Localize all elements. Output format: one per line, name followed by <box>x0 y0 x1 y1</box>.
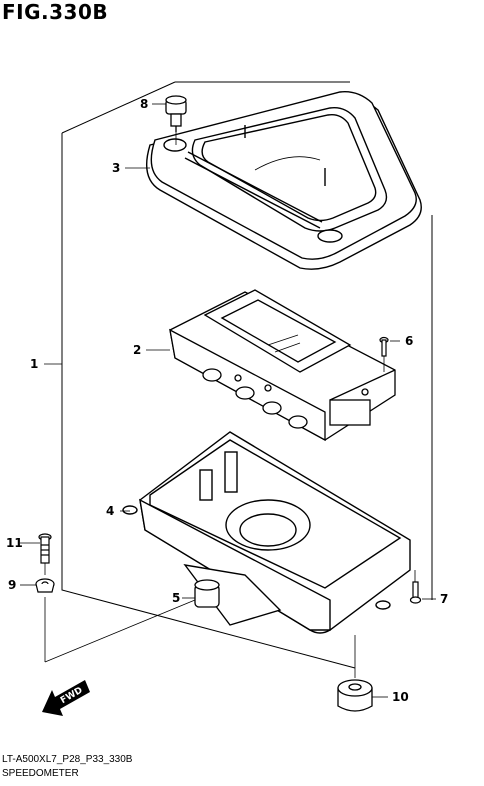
callout-7: 7 <box>440 592 448 606</box>
callout-2: 2 <box>133 343 141 357</box>
center-lines <box>44 132 416 678</box>
callout-9: 9 <box>8 578 16 592</box>
fwd-arrow-icon: FWD <box>42 680 90 716</box>
callout-11: 11 <box>6 536 23 550</box>
cushion-part10-drawing <box>337 679 373 712</box>
leader-lines <box>20 103 436 698</box>
screw-upper-drawing <box>379 336 389 357</box>
cushion-lower-drawing <box>194 579 220 608</box>
meter-case-drawing <box>122 431 411 634</box>
callout-4: 4 <box>106 504 114 518</box>
callout-6: 6 <box>405 334 413 348</box>
callout-3: 3 <box>112 161 120 175</box>
meter-cover-drawing <box>146 91 422 270</box>
washer-drawing <box>35 578 55 593</box>
callout-10: 10 <box>392 690 409 704</box>
figure-title: FIG.330B <box>2 0 109 24</box>
drawing-code: LT-A500XL7_P28_P33_330B <box>2 754 133 765</box>
cap-drawing <box>165 95 187 132</box>
assembly-bracket <box>61 81 433 669</box>
callout-1: 1 <box>30 357 38 371</box>
callout-8: 8 <box>140 97 148 111</box>
meter-unit-drawing <box>169 289 396 442</box>
callout-numbers: 1 2 3 4 5 6 7 8 9 10 11 <box>6 97 448 704</box>
bolt-drawing <box>38 533 52 564</box>
screw-lower-drawing <box>409 581 422 604</box>
callout-5: 5 <box>172 591 180 605</box>
drawing-caption: SPEEDOMETER <box>2 768 79 779</box>
